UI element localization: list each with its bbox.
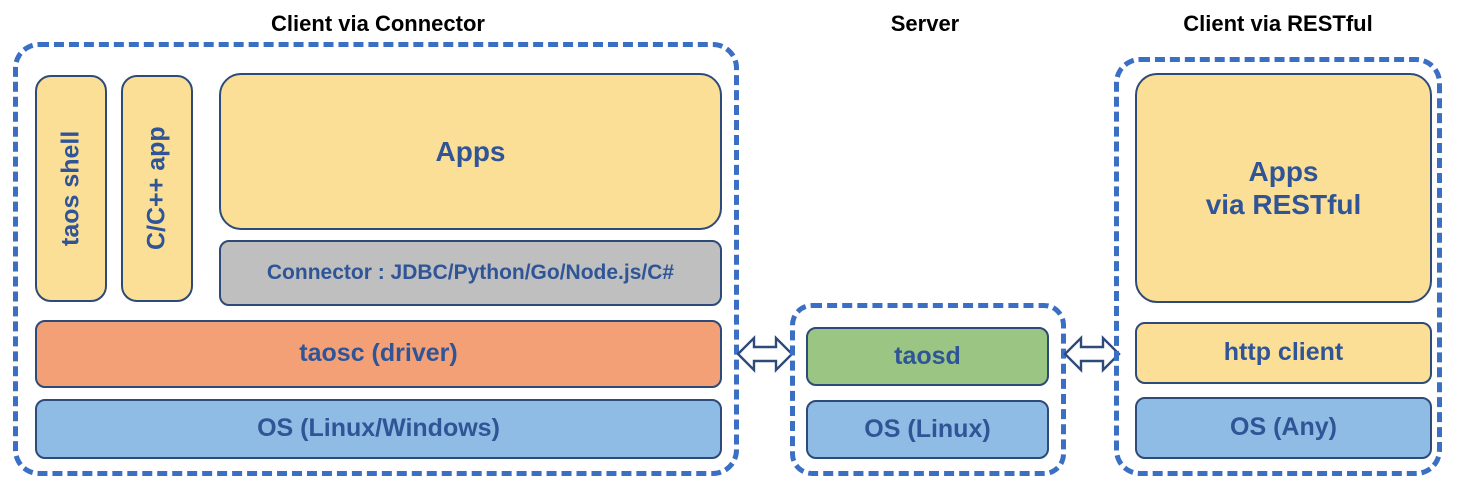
box-http-client[interactable]: http client (1135, 322, 1432, 384)
box-taosc-driver[interactable]: taosc (driver) (35, 320, 722, 388)
box-apps-via-restful[interactable]: Apps via RESTful (1135, 73, 1432, 303)
box-os-linux-windows[interactable]: OS (Linux/Windows) (35, 399, 722, 459)
caption-client-via-restful: Client via RESTful (1183, 11, 1373, 36)
right-double-arrow-icon (1063, 326, 1121, 382)
box-c-cpp-app[interactable]: C/C++ app (121, 75, 193, 302)
caption-server: Server (890, 11, 960, 36)
group-client-via-connector (13, 42, 739, 476)
group-server (790, 303, 1066, 476)
box-os-any[interactable]: OS (Any) (1135, 397, 1432, 459)
box-apps-via-restful-line2: via RESTful (1205, 189, 1362, 220)
caption-client-via-connector: Client via Connector (271, 11, 485, 36)
box-os-linux[interactable]: OS (Linux) (806, 400, 1049, 459)
box-taos-shell[interactable]: taos shell (35, 75, 107, 302)
group-client-via-restful (1114, 57, 1442, 476)
left-double-arrow-icon (736, 326, 794, 382)
box-apps-via-restful-line1: Apps (1248, 155, 1319, 187)
box-connector[interactable]: Connector : JDBC/Python/Go/Node.js/C# (219, 240, 722, 306)
box-apps-connector[interactable]: Apps (219, 73, 722, 230)
box-taosd[interactable]: taosd (806, 327, 1049, 386)
